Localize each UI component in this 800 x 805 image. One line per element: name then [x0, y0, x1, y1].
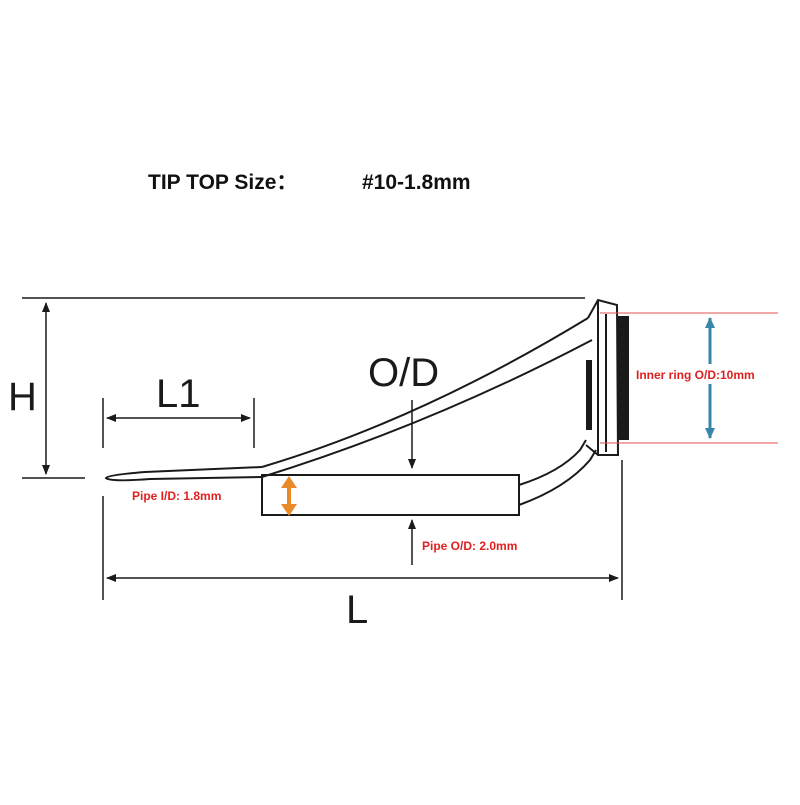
tube-length-label: L1 [156, 372, 201, 416]
inner-ring-dimension: Inner ring O/D:10mm [600, 312, 798, 444]
outer-diameter-dimension: O/D [368, 351, 439, 565]
ring-edge [586, 360, 592, 430]
title-prefix: TIP TOP Size： [148, 171, 297, 194]
height-dimension: H [8, 302, 85, 479]
inner-ring-label: Inner ring O/D:10mm [636, 368, 755, 382]
frame-upper-arm [261, 317, 589, 468]
tube-length-dimension: L1 [102, 372, 255, 448]
pipe-outer-label: Pipe O/D: 2.0mm [422, 539, 517, 553]
inner-ring [617, 316, 629, 440]
height-label: H [8, 375, 37, 419]
pipe-inner-arrow [281, 476, 297, 516]
overall-length-label: L [346, 588, 368, 632]
title-size: #10-1.8mm [362, 171, 471, 194]
frame-lower-arm [518, 439, 587, 486]
overall-length-dimension: L [102, 460, 623, 632]
outer-diameter-label: O/D [368, 351, 439, 395]
pipe-inner-label: Pipe I/D: 1.8mm [132, 489, 221, 503]
tip-top-body [104, 298, 620, 516]
tube-pipe [261, 474, 520, 516]
tube-tip [104, 466, 263, 482]
